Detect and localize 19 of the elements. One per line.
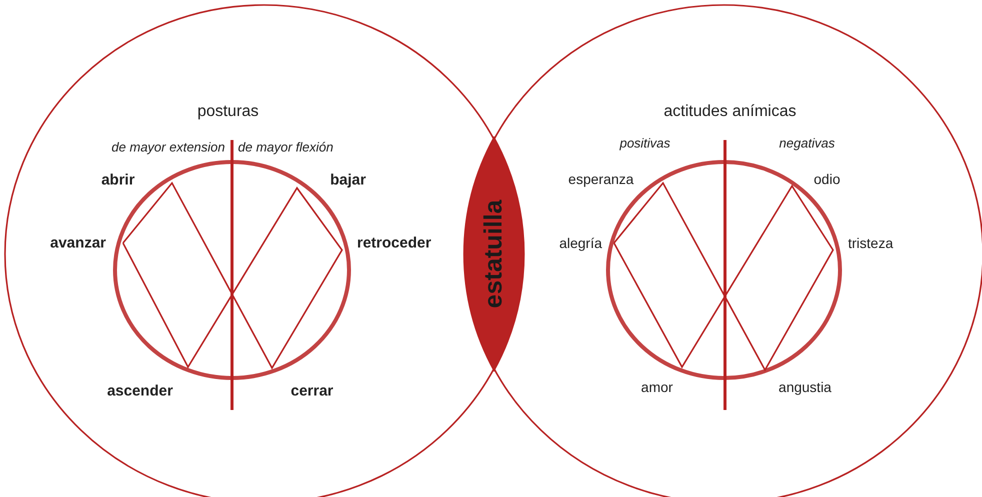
circle-heading: posturas xyxy=(197,103,259,121)
point-label: esperanza xyxy=(568,171,634,187)
axis-side-label: de mayor extension xyxy=(112,140,225,154)
point-label: bajar xyxy=(330,172,366,188)
point-label: retroceder xyxy=(357,234,432,252)
point-label: abrir xyxy=(101,172,135,188)
circle-heading: actitudes anímicas xyxy=(664,103,796,121)
point-label: cerrar xyxy=(290,382,334,400)
lens-label: estatuilla xyxy=(480,200,508,308)
point-label: amor xyxy=(641,379,673,395)
point-label: ascender xyxy=(107,382,173,400)
axis-side-label: de mayor flexión xyxy=(238,140,334,154)
point-label: angustia xyxy=(778,379,832,395)
point-label: odio xyxy=(814,171,840,187)
axis-side-label: positivas xyxy=(620,136,670,150)
point-label: alegría xyxy=(559,235,602,251)
point-label: tristeza xyxy=(848,235,894,251)
axis-side-label: negativas xyxy=(779,136,835,150)
point-label: avanzar xyxy=(50,234,106,252)
